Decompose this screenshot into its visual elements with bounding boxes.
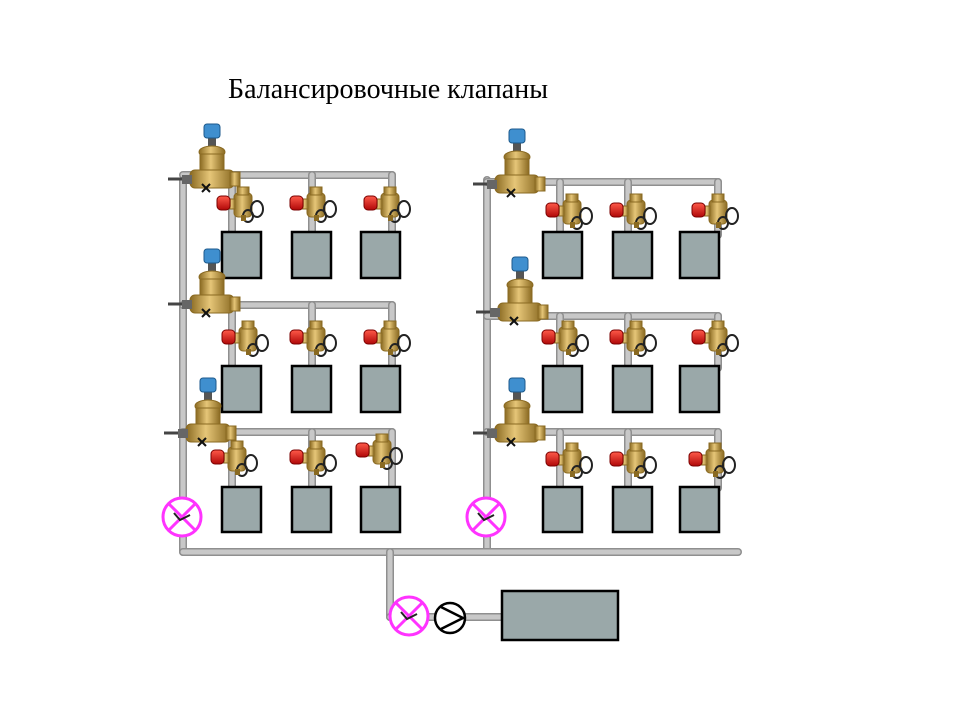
radiator-valve-icon xyxy=(545,442,593,479)
radiator xyxy=(290,364,333,414)
closed-valve-icon xyxy=(465,496,507,538)
radiator-valve-icon xyxy=(363,320,411,357)
radiator-valve-icon xyxy=(289,320,337,357)
radiator xyxy=(611,485,654,534)
radiator xyxy=(290,485,333,534)
radiator-valve-icon xyxy=(289,186,337,223)
balancing-valve-icon xyxy=(168,123,241,193)
radiator-valve-icon xyxy=(355,433,403,470)
pipe-network xyxy=(179,171,742,621)
radiator xyxy=(678,364,721,414)
radiator-valve-icon xyxy=(210,440,258,477)
radiator-valve-icon xyxy=(609,442,657,479)
radiator xyxy=(290,230,333,280)
radiator-valve-icon xyxy=(541,320,589,357)
radiator-valve-icon xyxy=(363,186,411,223)
radiator-valve-icon xyxy=(688,442,736,479)
radiator-valve-icon xyxy=(691,193,739,230)
radiator-valve-icon xyxy=(545,193,593,230)
diagram-title: Балансировочные клапаны xyxy=(228,74,549,105)
radiator xyxy=(678,230,721,280)
boiler-group xyxy=(500,589,620,642)
balancing-valve-icon xyxy=(473,128,546,198)
balancing-valve-icon xyxy=(164,377,237,447)
radiator xyxy=(220,485,263,534)
radiator-valve-icon xyxy=(609,320,657,357)
radiator-valve-icon xyxy=(216,186,264,223)
radiator xyxy=(359,364,402,414)
balancing-valve-icon xyxy=(476,256,549,326)
radiator xyxy=(220,364,263,414)
valve-group xyxy=(161,123,739,637)
radiator xyxy=(220,230,263,280)
boiler xyxy=(500,589,620,642)
radiator-valve-icon xyxy=(691,320,739,357)
radiator xyxy=(678,485,721,534)
radiator xyxy=(359,485,402,534)
radiator xyxy=(541,485,584,534)
radiator-valve-icon xyxy=(221,320,269,357)
radiator xyxy=(359,230,402,280)
closed-valve-icon xyxy=(161,496,203,538)
radiator-valve-icon xyxy=(609,193,657,230)
radiator xyxy=(541,230,584,280)
radiator-valve-icon xyxy=(289,440,337,477)
radiator xyxy=(541,364,584,414)
radiator xyxy=(611,364,654,414)
radiator-group xyxy=(220,230,721,534)
closed-valve-icon xyxy=(388,595,430,637)
radiator xyxy=(611,230,654,280)
balancing-valve-icon xyxy=(168,248,241,318)
balancing-valve-icon xyxy=(473,377,546,447)
pump-icon xyxy=(433,601,467,635)
